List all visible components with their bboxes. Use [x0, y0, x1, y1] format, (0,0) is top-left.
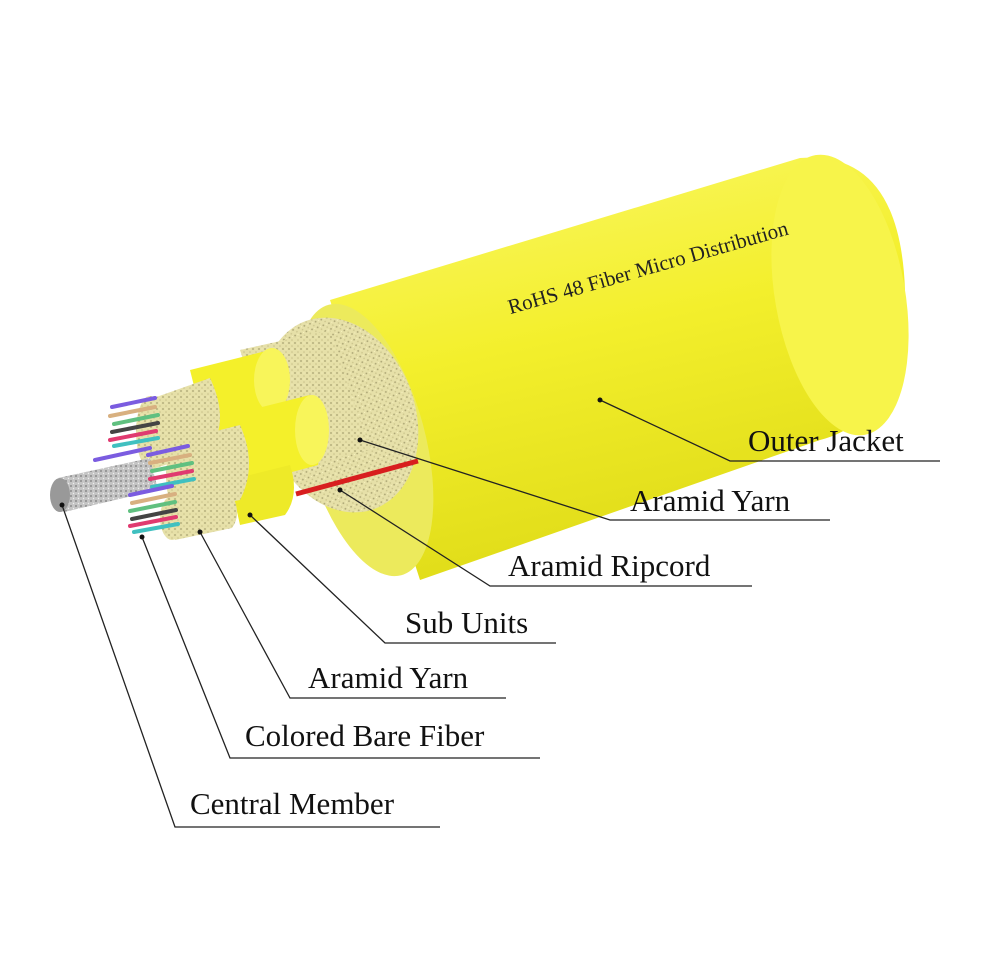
label-aramid-yarn-inner: Aramid Yarn — [308, 660, 469, 695]
label-sub-units: Sub Units — [405, 605, 529, 640]
leader-lines — [61, 399, 940, 828]
aramid-ripcord — [295, 458, 419, 497]
colored-bare-fibers — [93, 396, 196, 534]
label-aramid-yarn-outer: Aramid Yarn — [630, 483, 791, 518]
label-colored-bare-fiber: Colored Bare Fiber — [245, 718, 485, 753]
label-central-member: Central Member — [190, 786, 395, 821]
label-outer-jacket: Outer Jacket — [748, 423, 904, 458]
label-aramid-ripcord: Aramid Ripcord — [508, 548, 711, 583]
central-member — [50, 458, 158, 512]
